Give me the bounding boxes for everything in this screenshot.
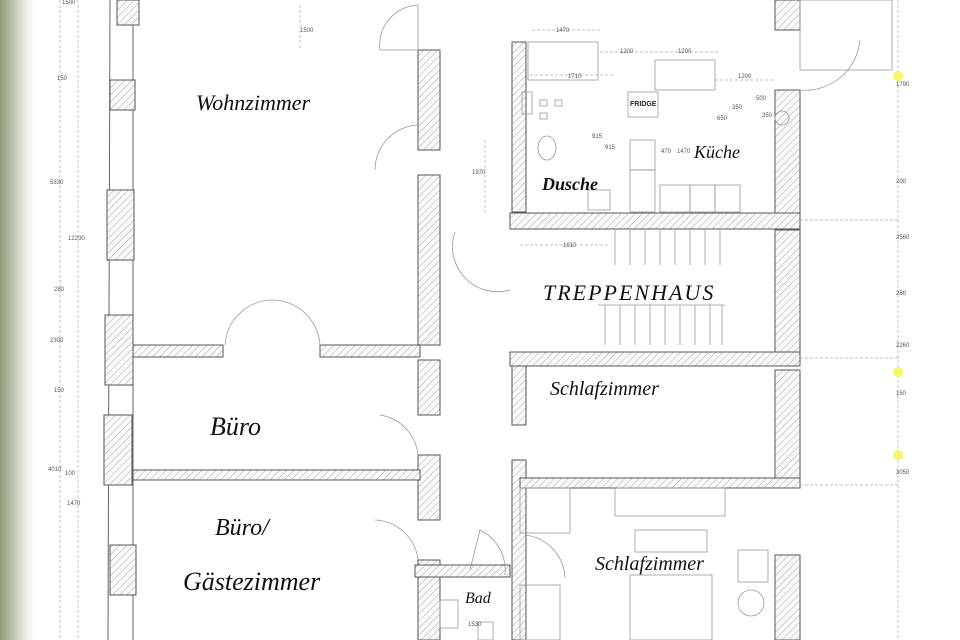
kitchen-fixtures: [521, 41, 790, 213]
dim-label: 12230: [68, 236, 85, 242]
room-label-buero-gaeste-1: Büro/: [215, 515, 271, 541]
room-label-bad: Bad: [465, 590, 492, 607]
dim-label: 1500: [300, 28, 314, 34]
dim-label: 5330: [50, 180, 64, 186]
room-label-treppenhaus: TREPPENHAUS: [543, 280, 715, 305]
dim-label: 280: [54, 287, 65, 293]
room-labels: Wohnzimmer Küche Dusche TREPPENHAUS Schl…: [183, 90, 740, 607]
room-label-kueche: Küche: [693, 142, 740, 162]
staircase: [598, 230, 725, 345]
dim-label: 1530: [468, 622, 482, 628]
dim-label: 1970: [472, 170, 486, 176]
dim-label: 915: [592, 134, 603, 140]
bedroom-fixtures: [439, 487, 769, 640]
dim-label: 500: [756, 96, 767, 102]
room-label-schlafzimmer-2: Schlafzimmer: [595, 553, 704, 575]
dim-label: 1500: [62, 0, 76, 6]
dim-label: 350: [762, 113, 773, 119]
dim-label: 1200: [738, 74, 752, 80]
room-label-wohnzimmer: Wohnzimmer: [196, 90, 311, 115]
doors: [224, 0, 893, 579]
dim-label: 1910: [563, 243, 577, 249]
room-label-buero-gaeste-2: Gästezimmer: [183, 567, 321, 596]
dim-label: 2560: [896, 235, 910, 241]
page-shadow: [0, 0, 40, 640]
dimension-labels-left: 1500 150 5330 12230 280 2300 150 4010 10…: [48, 0, 314, 507]
dim-label: 1790: [896, 82, 910, 88]
outer-wall-left: [103, 0, 140, 640]
room-label-schlafzimmer: Schlafzimmer: [550, 378, 659, 400]
dim-label: 1710: [568, 74, 582, 80]
dim-label: 150: [896, 391, 907, 397]
dim-label: 470: [661, 149, 672, 155]
dim-label: 100: [65, 471, 76, 477]
dim-label: 150: [57, 76, 68, 82]
dim-label: 4010: [48, 467, 62, 473]
dim-label: 150: [54, 388, 65, 394]
dim-label: 280: [896, 291, 907, 297]
room-label-buero: Büro: [210, 412, 261, 441]
dim-label: 2260: [896, 343, 910, 349]
dim-label: 2300: [50, 338, 64, 344]
dimension-labels-inner: 1470 1200 1200 1710 1200 500 350 350 650…: [468, 28, 773, 628]
dim-label: 1200: [620, 49, 634, 55]
dim-label: 1470: [67, 501, 81, 507]
dim-label: 3050: [896, 470, 910, 476]
dimension-lines: [59, 0, 899, 640]
highlight-marks: [893, 71, 903, 460]
interior-walls: [132, 0, 801, 640]
dim-label: 1200: [678, 49, 692, 55]
dimension-labels-right: 1790 200 2560 280 2260 150 3050: [896, 82, 910, 476]
dim-label: 350: [732, 105, 743, 111]
dim-label: 1470: [556, 28, 570, 34]
dim-label: 915: [605, 145, 616, 151]
fridge-label: FRIDGE: [630, 101, 657, 108]
dim-label: 1470: [677, 149, 691, 155]
room-label-dusche: Dusche: [541, 174, 598, 194]
dim-label: 650: [717, 116, 728, 122]
dim-label: 200: [896, 179, 907, 185]
